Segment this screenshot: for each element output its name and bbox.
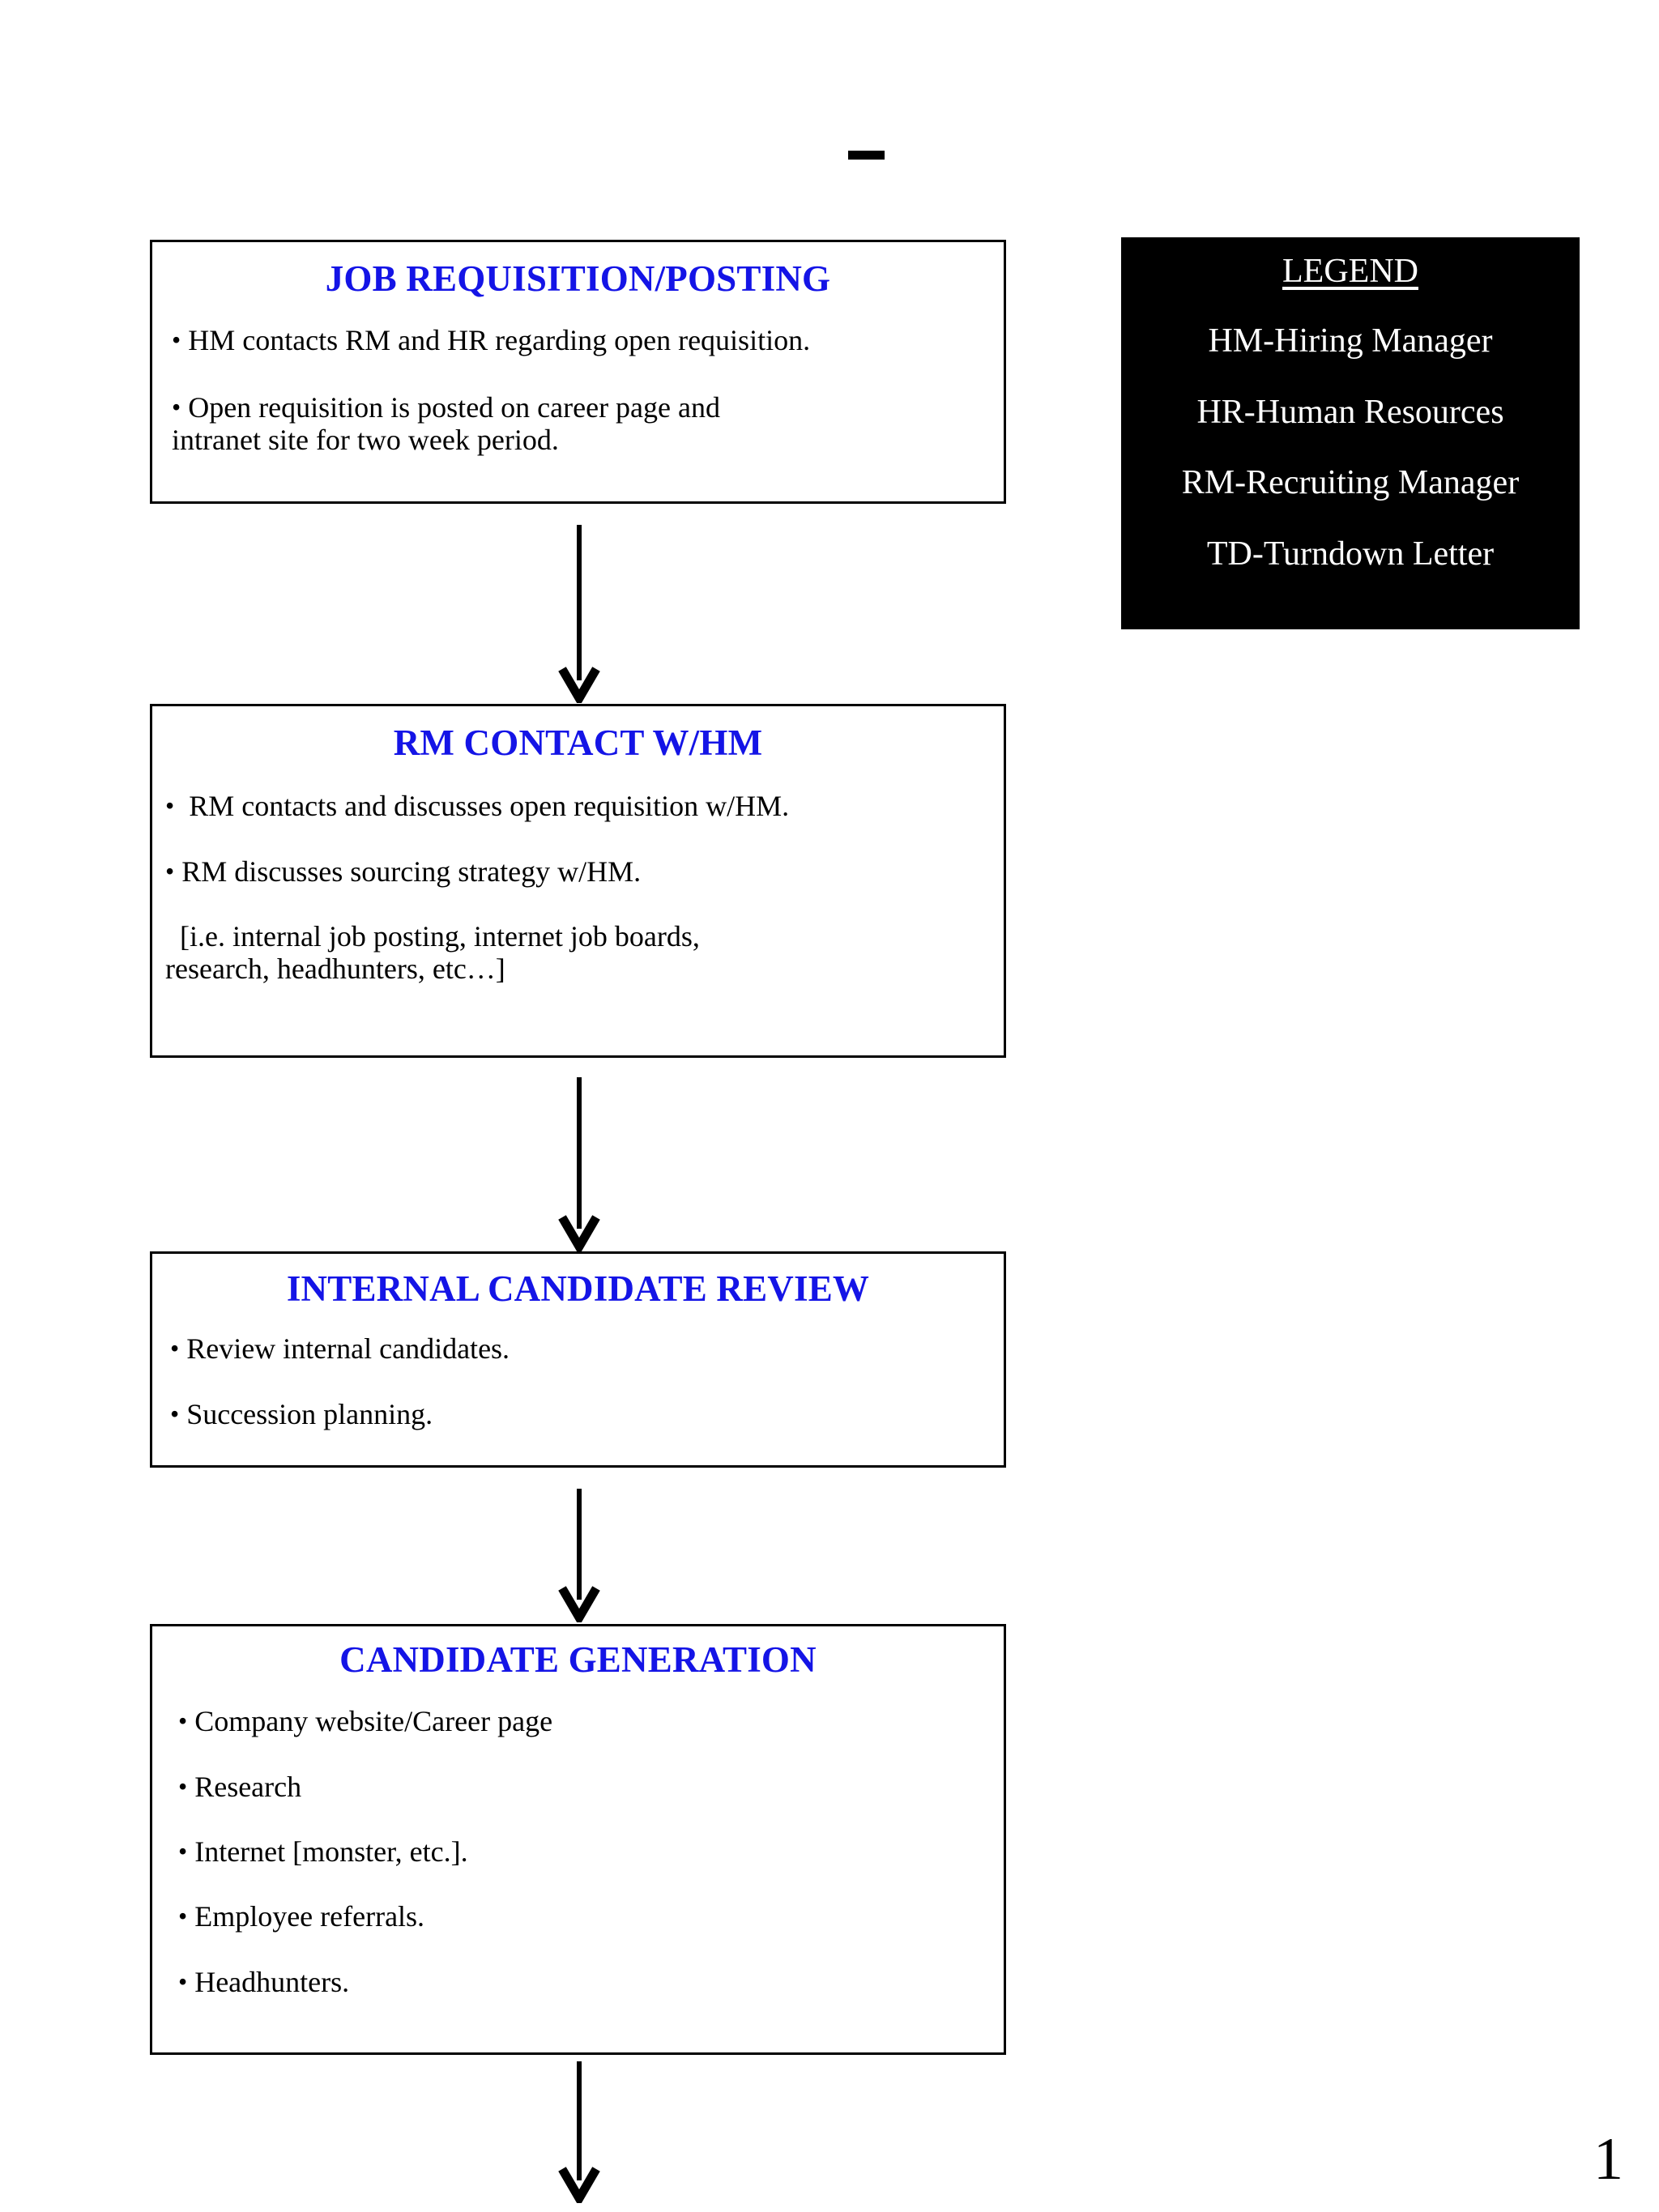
bullet-text: Headhunters. xyxy=(194,1965,350,1998)
bullet-line: • Succession planning. xyxy=(170,1398,1004,1430)
bullet-line: • Employee referrals. xyxy=(178,1900,1004,1933)
bullet-glyph: • xyxy=(178,1771,188,1801)
flow-arrow-rmcontact-to-internal xyxy=(551,1077,608,1251)
bullet-glyph: • xyxy=(165,856,175,886)
legend-box: LEGEND HM-Hiring Manager HR-Human Resour… xyxy=(1121,237,1580,629)
legend-item-hm: HM-Hiring Manager xyxy=(1208,322,1493,360)
box-body-rm-contact: • RM contacts and discusses open requisi… xyxy=(152,790,1004,985)
process-box-candidate-generation[interactable]: CANDIDATE GENERATION • Company website/C… xyxy=(150,1624,1006,2055)
flow-arrow-generation-to-next-page xyxy=(551,2061,608,2203)
bullet-line: • Headhunters. xyxy=(178,1966,1004,1998)
bullet-glyph: • xyxy=(170,1333,180,1363)
bullet-glyph: • xyxy=(178,1836,188,1866)
bullet-line: • Open requisition is posted on career p… xyxy=(172,391,1004,457)
box-title-rm-contact: RM CONTACT W/HM xyxy=(393,722,763,763)
bullet-text: Review internal candidates. xyxy=(186,1332,510,1366)
bullet-glyph: • xyxy=(178,1967,188,1997)
bullet-text: RM contacts and discusses open requisiti… xyxy=(189,790,790,823)
flow-arrow-requisition-to-rmcontact xyxy=(551,525,608,703)
box-body-job-requisition: • HM contacts RM and HR regarding open r… xyxy=(152,324,1004,456)
bullet-line: • HM contacts RM and HR regarding open r… xyxy=(172,324,1004,356)
legend-item-td: TD-Turndown Letter xyxy=(1206,535,1495,573)
bullet-text: RM discusses sourcing strategy w/HM. xyxy=(181,855,642,888)
process-box-job-requisition[interactable]: JOB REQUISITION/POSTING • HM contacts RM… xyxy=(150,240,1006,504)
legend-item-rm: RM-Recruiting Manager xyxy=(1181,464,1520,502)
box-body-candidate-generation: • Company website/Career page • Research… xyxy=(152,1705,1004,1998)
top-dash-mark xyxy=(848,151,885,160)
box-body-internal-candidate-review: • Review internal candidates. • Successi… xyxy=(152,1332,1004,1430)
box-title-internal-candidate-review: INTERNAL CANDIDATE REVIEW xyxy=(286,1268,870,1309)
bullet-glyph: • xyxy=(178,1706,188,1736)
flow-arrow-internal-to-generation xyxy=(551,1489,608,1622)
bullet-glyph: • xyxy=(170,1399,180,1429)
legend-title: LEGEND xyxy=(1282,253,1418,290)
bullet-line: • Review internal candidates. xyxy=(170,1332,1004,1365)
bullet-text: Employee referrals. xyxy=(194,1900,425,1933)
bullet-line: • RM contacts and discusses open requisi… xyxy=(165,790,1004,822)
bullet-glyph: • xyxy=(172,392,181,422)
bullet-glyph: • xyxy=(178,1901,188,1931)
bullet-text: Company website/Career page xyxy=(194,1705,553,1738)
process-box-internal-candidate-review[interactable]: INTERNAL CANDIDATE REVIEW • Review inter… xyxy=(150,1251,1006,1468)
bullet-text: Succession planning. xyxy=(186,1397,433,1430)
bullet-text: Research xyxy=(194,1770,302,1803)
continuation-line: [i.e. internal job posting, internet job… xyxy=(165,919,700,986)
bullet-glyph: • xyxy=(165,791,175,820)
bullet-glyph: • xyxy=(172,325,181,355)
bullet-text: Internet [monster, etc.]. xyxy=(194,1835,468,1868)
bullet-line: • Internet [monster, etc.]. xyxy=(178,1835,1004,1868)
bullet-line: • RM discusses sourcing strategy w/HM. xyxy=(165,855,1004,888)
box-title-candidate-generation: CANDIDATE GENERATION xyxy=(339,1639,817,1680)
bullet-text: HM contacts RM and HR regarding open req… xyxy=(188,324,811,357)
bullet-line: • Research xyxy=(178,1771,1004,1803)
page-number: 1 xyxy=(1593,2126,1623,2193)
process-box-rm-contact[interactable]: RM CONTACT W/HM • RM contacts and discus… xyxy=(150,704,1006,1058)
bullet-line: • Company website/Career page xyxy=(178,1705,1004,1737)
box-title-job-requisition: JOB REQUISITION/POSTING xyxy=(325,258,831,299)
bullet-text: Open requisition is posted on career pag… xyxy=(172,390,720,456)
legend-item-hr: HR-Human Resources xyxy=(1196,393,1504,431)
